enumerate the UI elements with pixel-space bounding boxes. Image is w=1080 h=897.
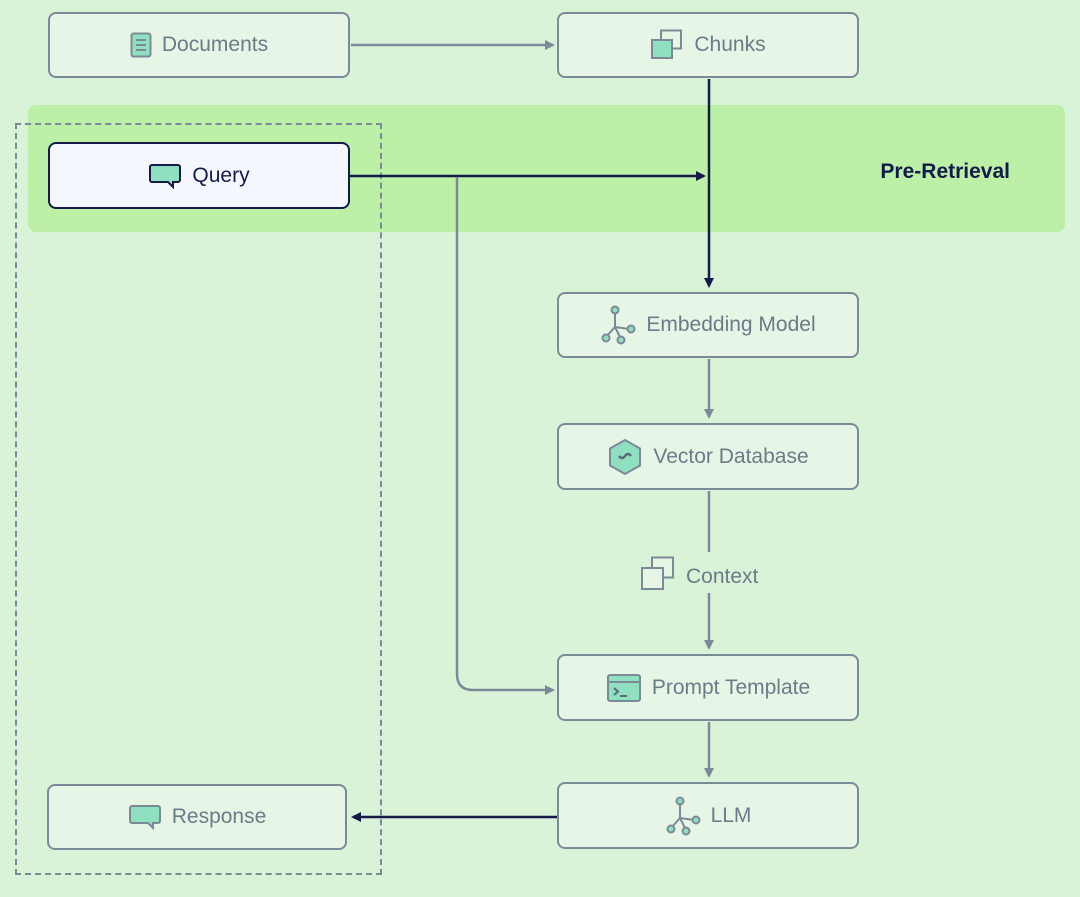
prompt-template-label: Prompt Template — [651, 675, 811, 699]
llm-node[interactable]: LLM — [557, 782, 859, 849]
chat-bubble-icon — [148, 163, 182, 189]
context-label: Context — [686, 565, 759, 588]
chunks-label: Chunks — [694, 33, 766, 56]
document-icon — [130, 32, 152, 58]
terminal-window-icon — [606, 673, 642, 703]
documents-node[interactable]: Documents — [48, 12, 350, 78]
chat-bubble-icon — [128, 804, 162, 830]
chunks-icon — [650, 29, 684, 61]
database-hexagon-icon — [607, 438, 643, 476]
chunks-node[interactable]: Chunks — [557, 12, 859, 78]
query-node[interactable]: Query — [48, 142, 350, 209]
llm-label: LLM — [710, 803, 752, 827]
vector-database-node[interactable]: Vector Database — [557, 423, 859, 490]
query-response-group — [15, 123, 382, 875]
embedding-model-node[interactable]: Embedding Model — [557, 292, 859, 358]
pre-retrieval-label: Pre-Retrieval — [880, 160, 1010, 183]
prompt-template-node[interactable]: Prompt Template — [557, 654, 859, 721]
embedding-model-label: Embedding Model — [646, 313, 816, 336]
query-label: Query — [192, 163, 250, 187]
model-graph-icon — [600, 305, 636, 345]
model-graph-icon — [665, 796, 701, 836]
response-label: Response — [171, 805, 267, 828]
vector-database-label: Vector Database — [653, 444, 809, 468]
context-edge-label: Context — [640, 556, 758, 598]
documents-label: Documents — [161, 33, 269, 56]
edge-query-prompt — [455, 177, 555, 695]
response-node[interactable]: Response — [47, 784, 347, 850]
context-stack-icon — [640, 556, 676, 598]
